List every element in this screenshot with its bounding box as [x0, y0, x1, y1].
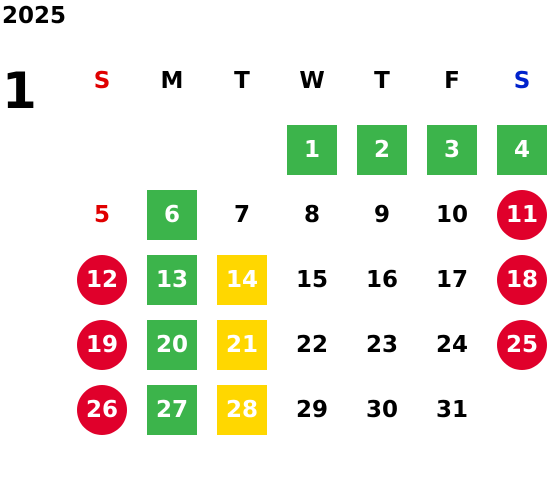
day-cell: 18	[497, 255, 547, 305]
day-cell: 26	[77, 385, 127, 435]
day-cell: 14	[217, 255, 267, 305]
day-cell: 13	[147, 255, 197, 305]
day-cell: 2	[357, 125, 407, 175]
day-cell: 30	[365, 396, 398, 423]
day-cell: 21	[217, 320, 267, 370]
day-cell: 4	[497, 125, 547, 175]
weekday-label: T	[234, 68, 250, 94]
weekday-label: T	[374, 68, 390, 94]
weekday-label: M	[160, 68, 184, 94]
day-cell: 12	[77, 255, 127, 305]
day-cell: 29	[295, 396, 328, 423]
day-cell: 27	[147, 385, 197, 435]
day-cell: 1	[287, 125, 337, 175]
day-cell: 6	[147, 190, 197, 240]
day-cell: 28	[217, 385, 267, 435]
weekday-label: F	[444, 68, 460, 94]
day-cell: 15	[295, 266, 328, 293]
day-cell: 5	[93, 201, 110, 228]
day-cell: 31	[435, 396, 468, 423]
day-cell: 3	[427, 125, 477, 175]
day-cell: 17	[435, 266, 468, 293]
weekday-label: W	[299, 68, 325, 94]
day-cell: 24	[435, 331, 468, 358]
day-cell: 8	[303, 201, 320, 228]
day-cell: 7	[233, 201, 250, 228]
day-cell: 16	[365, 266, 398, 293]
day-cell: 9	[373, 201, 390, 228]
year-label: 2025	[2, 3, 67, 29]
weekday-label: S	[93, 68, 111, 94]
day-cell: 10	[435, 201, 468, 228]
day-cell: 11	[497, 190, 547, 240]
weekday-label: S	[513, 68, 531, 94]
day-cell: 19	[77, 320, 127, 370]
day-cell: 25	[497, 320, 547, 370]
day-cell: 20	[147, 320, 197, 370]
month-label: 1	[2, 62, 37, 120]
day-cell: 22	[295, 331, 328, 358]
day-cell: 23	[365, 331, 398, 358]
